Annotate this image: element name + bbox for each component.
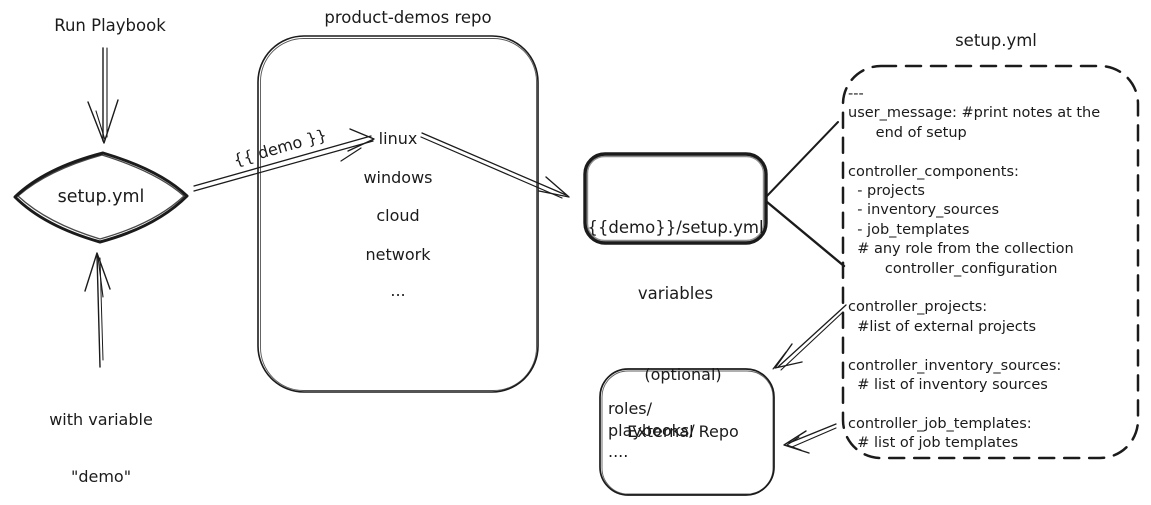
setupyml-content: --- user_message: #print notes at the en…	[848, 85, 1100, 454]
run-playbook-arrow	[87, 47, 119, 144]
job-templates-to-external-repo-arrow	[783, 423, 837, 454]
diamond-label: setup.yml	[57, 187, 145, 207]
yaml-line	[848, 143, 1100, 162]
yaml-line: - inventory_sources	[848, 202, 1000, 219]
external-repo-title-line2: External Repo	[627, 422, 739, 441]
yaml-line: controller_components:	[848, 163, 1019, 180]
yaml-line: controller_projects:	[848, 299, 988, 316]
variables-box-line1: {{demo}}/setup.yml	[587, 218, 764, 237]
yaml-line: # any role from the collection	[848, 241, 1074, 258]
yaml-line	[848, 395, 1100, 414]
repo-box-title: product-demos repo	[324, 8, 492, 27]
variables-box-outline	[583, 152, 768, 245]
setupyml-box-title: setup.yml	[955, 31, 1037, 50]
yaml-line: end of setup	[848, 124, 967, 141]
projects-to-external-repo-arrow	[772, 304, 847, 371]
repo-item-network: network	[365, 245, 431, 264]
yaml-line: user_message: #print notes at the	[848, 105, 1101, 122]
repo-item-windows: windows	[363, 168, 433, 187]
with-variable-label: with variable "demo"	[38, 372, 164, 505]
with-variable-line2: "demo"	[70, 467, 132, 486]
external-repo-title-line1: (optional)	[644, 365, 722, 384]
yaml-line: ---	[848, 86, 864, 102]
external-repo-line: playbooks/	[608, 420, 695, 440]
yaml-line: controller_job_templates:	[848, 415, 1032, 432]
variables-box-label: {{demo}}/setup.yml variables	[585, 173, 766, 349]
yaml-line: controller_inventory_sources:	[848, 357, 1062, 374]
yaml-line: # list of job templates	[848, 435, 1019, 452]
external-repo-line: ....	[608, 442, 629, 461]
variables-to-setupyml-connectors	[765, 121, 846, 268]
yaml-line: - job_templates	[848, 221, 970, 238]
yaml-line: controller_configuration	[848, 260, 1058, 277]
setup-yml-diamond	[13, 151, 189, 244]
demo-flow-arrow	[193, 128, 375, 192]
external-repo-content: roles/ playbooks/ ....	[608, 398, 695, 463]
repo-item-cloud: cloud	[376, 206, 420, 225]
repo-box-outline	[257, 35, 539, 393]
repo-item-ellipsis: ...	[390, 281, 406, 300]
with-variable-line1: with variable	[49, 410, 153, 429]
setupyml-dashed-box-outline	[841, 64, 1140, 460]
yaml-line: # list of inventory sources	[848, 377, 1048, 394]
with-variable-arrow	[84, 252, 111, 368]
external-repo-box-outline	[599, 368, 775, 496]
variables-box-line2: variables	[637, 284, 714, 303]
yaml-line	[848, 279, 1100, 298]
yaml-line: #list of external projects	[848, 318, 1037, 335]
run-playbook-label: Run Playbook	[54, 16, 166, 35]
external-repo-title: (optional) External Repo	[606, 327, 760, 479]
linux-to-variables-arrow	[420, 132, 570, 199]
yaml-line: - projects	[848, 183, 925, 200]
external-repo-line: roles/	[608, 399, 653, 418]
yaml-line	[848, 337, 1100, 356]
repo-item-linux: linux	[378, 129, 418, 148]
